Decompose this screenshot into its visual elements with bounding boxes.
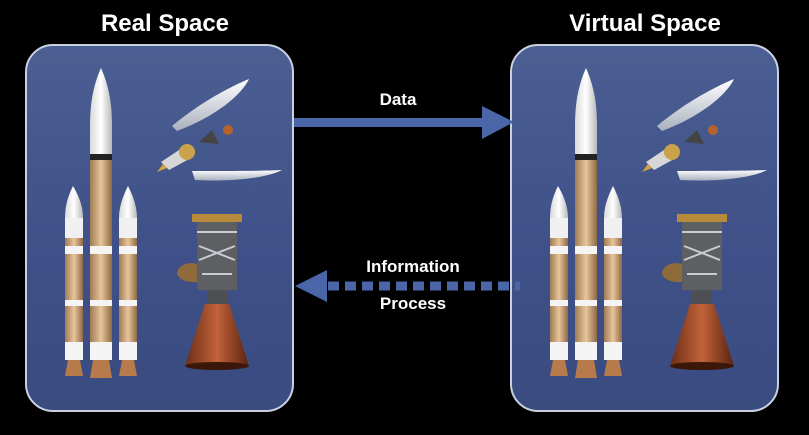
fairing-icon	[657, 79, 767, 181]
spacecraft-icon	[642, 125, 718, 172]
engine-icon	[177, 214, 249, 370]
data-arrow	[294, 106, 514, 139]
real-space-title: Real Space	[100, 10, 230, 37]
fairing-icon	[172, 79, 282, 181]
virtual-space-title: Virtual Space	[569, 10, 721, 37]
process-label: Process	[379, 294, 447, 313]
real-space-panel	[25, 44, 294, 412]
rocket-icon	[65, 68, 137, 378]
engine-icon	[662, 214, 734, 370]
real-space-illustration	[65, 68, 282, 378]
data-arrow-label: Data	[379, 90, 417, 109]
information-label: Information	[366, 257, 460, 276]
virtual-space-panel	[510, 44, 779, 412]
virtual-space-illustration	[550, 68, 767, 378]
information-process-arrow	[295, 270, 520, 302]
spacecraft-icon	[157, 125, 233, 172]
rocket-icon	[550, 68, 622, 378]
